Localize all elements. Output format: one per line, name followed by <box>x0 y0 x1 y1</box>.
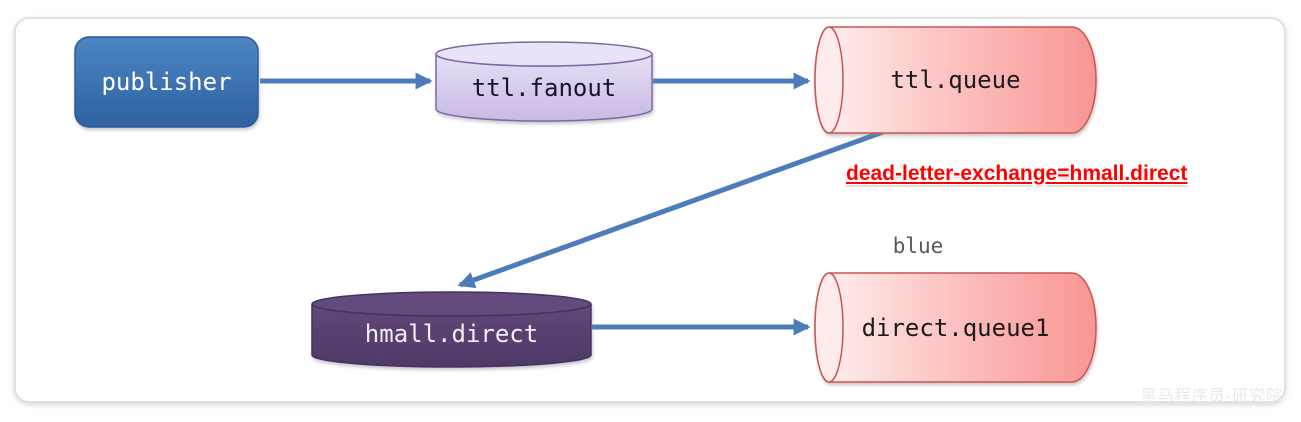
publisher-node-shape <box>74 36 259 128</box>
ttl-fanout-exchange-shape <box>435 41 653 122</box>
ttl-queue-shape <box>814 26 1097 134</box>
direct-queue1-shape <box>814 272 1097 383</box>
arrow-ttlqueue-to-hmalldirect <box>457 129 884 289</box>
hmall-direct-exchange-shape <box>311 291 592 368</box>
